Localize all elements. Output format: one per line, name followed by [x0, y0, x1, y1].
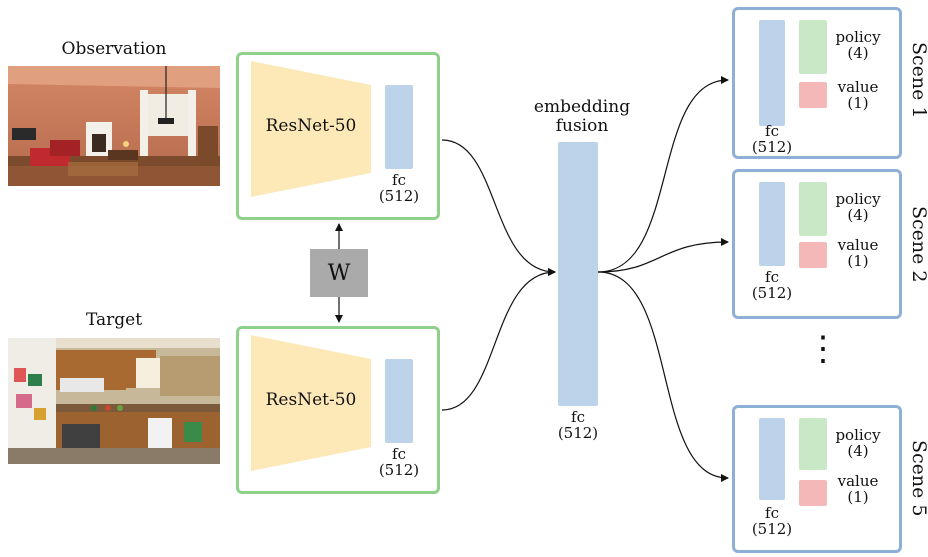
scene-value-size: (1) — [847, 94, 869, 112]
scene-value-bar — [799, 242, 827, 268]
encoder-fc-label: fc — [392, 445, 406, 463]
scene-fc-bar — [759, 20, 785, 126]
scene-value-label: value — [837, 78, 879, 96]
scene-policy-bar — [799, 20, 827, 74]
scene-value-bar — [799, 82, 827, 108]
observation-image — [8, 66, 220, 186]
observation-label: Observation — [61, 39, 167, 59]
resnet-label: ResNet-50 — [265, 390, 357, 410]
scene-value-size: (1) — [847, 252, 869, 270]
fusion-title-line2: fusion — [555, 116, 609, 136]
fusion-fc-label: fc — [571, 408, 585, 426]
scene-policy-size: (4) — [847, 442, 869, 460]
fusion-fc-bar — [558, 142, 598, 406]
resnet-trapezoid-icon — [251, 61, 371, 197]
fusion-fc-size: (512) — [557, 424, 599, 442]
scene-policy-bar — [799, 418, 827, 470]
scene-fc-size: (512) — [751, 284, 793, 302]
resnet-trapezoid-icon — [251, 335, 371, 471]
shared-weights-label: W — [327, 260, 351, 286]
encoder-fc-size: (512) — [378, 187, 420, 205]
scene-value-bar — [799, 480, 827, 506]
fusion-title-line1: embedding — [533, 97, 631, 117]
scene-fc-size: (512) — [751, 520, 793, 538]
scene-fc-size: (512) — [751, 138, 793, 156]
scene-fc-label: fc — [765, 504, 779, 522]
scene-box-5: fc (512) policy (4) value (1) — [732, 405, 902, 553]
target-to-fusion-arrow — [441, 268, 556, 411]
fusion-to-scene2-arrow — [597, 238, 729, 273]
scene-fc-bar — [759, 182, 785, 266]
scene-value-label: value — [837, 472, 879, 490]
scene-fc-bar — [759, 418, 785, 500]
scene-policy-label: policy — [835, 190, 881, 208]
scene-policy-bar — [799, 182, 827, 236]
encoder-box-target: ResNet-50 fc (512) — [236, 326, 440, 494]
encoder-box-observation: ResNet-50 fc (512) — [236, 52, 440, 220]
obs-to-fusion-arrow — [441, 139, 556, 276]
scene-box-1: fc (512) policy (4) value (1) — [732, 7, 902, 159]
resnet-label: ResNet-50 — [265, 116, 357, 136]
fusion-to-scene5-arrow — [597, 271, 729, 482]
scene-value-size: (1) — [847, 488, 869, 506]
encoder-fc-bar — [385, 85, 413, 169]
scene-value-label: value — [837, 236, 879, 254]
target-label: Target — [85, 310, 143, 330]
scene-policy-size: (4) — [847, 206, 869, 224]
scene-policy-label: policy — [835, 426, 881, 444]
encoder-fc-label: fc — [392, 171, 406, 189]
fusion-to-scene1-arrow — [597, 76, 729, 273]
scene-policy-size: (4) — [847, 44, 869, 62]
scene-box-2: fc (512) policy (4) value (1) — [732, 169, 902, 319]
encoder-fc-bar — [385, 359, 413, 443]
scene-policy-label: policy — [835, 28, 881, 46]
scene-fc-label: fc — [765, 122, 779, 140]
scene-fc-label: fc — [765, 268, 779, 286]
target-image — [8, 338, 220, 464]
shared-weights-box: W — [310, 249, 368, 297]
encoder-fc-size: (512) — [378, 461, 420, 479]
